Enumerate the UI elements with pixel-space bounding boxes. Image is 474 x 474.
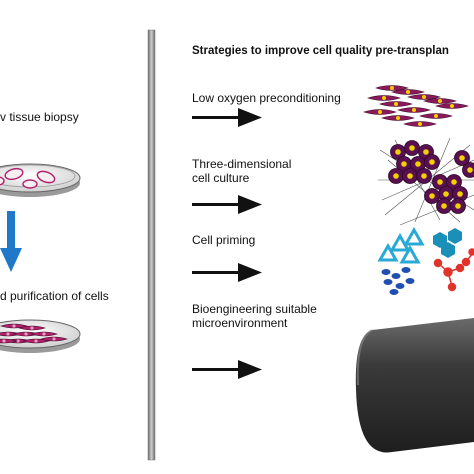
spheroid-cell [446,174,462,190]
spheroid-cell [388,168,404,184]
purified-cell [0,323,29,329]
strategy-label-cell-priming: Cell priming [192,233,256,247]
spheroid-cell [402,168,418,184]
spheroid-cell [416,168,432,184]
spindle-cell [390,89,426,95]
scaffold-tube-icon [355,318,474,453]
spheroid-cell [454,150,470,166]
strategy-label-low-oxygen: Low oxygen preconditioning [192,91,341,105]
strategy-label-3d-culture: Three-dimensional cell culture [192,157,292,185]
purified-cells-dish-icon [0,319,81,353]
strategy-arrow-1-icon [192,108,262,127]
spindle-cell [406,94,442,100]
purified-cell [29,331,59,337]
priming-molecules-icon [377,226,474,295]
spindle-cell [434,103,470,109]
spindle-cell [362,109,398,115]
spindle-cell [374,85,410,91]
spheroid-icon [378,137,474,226]
spindle-cell [422,98,458,104]
spheroid-cell [424,188,440,204]
purified-cell [39,336,69,342]
purified-cell [0,338,19,344]
blue-down-arrow-icon [0,211,22,272]
strategy-arrow-3-icon [192,263,262,282]
panel-divider [147,29,156,461]
spindle-cell [402,121,438,127]
biopsy-dish-icon [0,163,81,197]
spindle-cell [378,101,414,107]
spindle-cell [380,115,416,121]
spheroid-cell [436,198,452,214]
spindle-cell [366,95,402,101]
spindle-cell [418,113,454,119]
spindle-cell [396,107,432,113]
strategy-arrow-2-icon [192,195,262,214]
spheroid-cell [452,186,468,202]
biopsy-label: v tissue biopsy [0,110,79,124]
purified-cell [17,325,47,331]
strategy-arrow-4-icon [192,360,262,379]
spheroid-cell [404,140,420,156]
strategies-header: Strategies to improve cell quality pre-t… [192,45,449,57]
strategy-label-bioengineering: Bioengineering suitable microenvironment [192,302,317,330]
elongated-cells-icon [362,85,470,127]
purification-label: d purification of cells [0,289,109,303]
spheroid-cell [424,154,440,170]
spheroid-cell [450,198,466,214]
spheroid-cell [462,162,474,178]
